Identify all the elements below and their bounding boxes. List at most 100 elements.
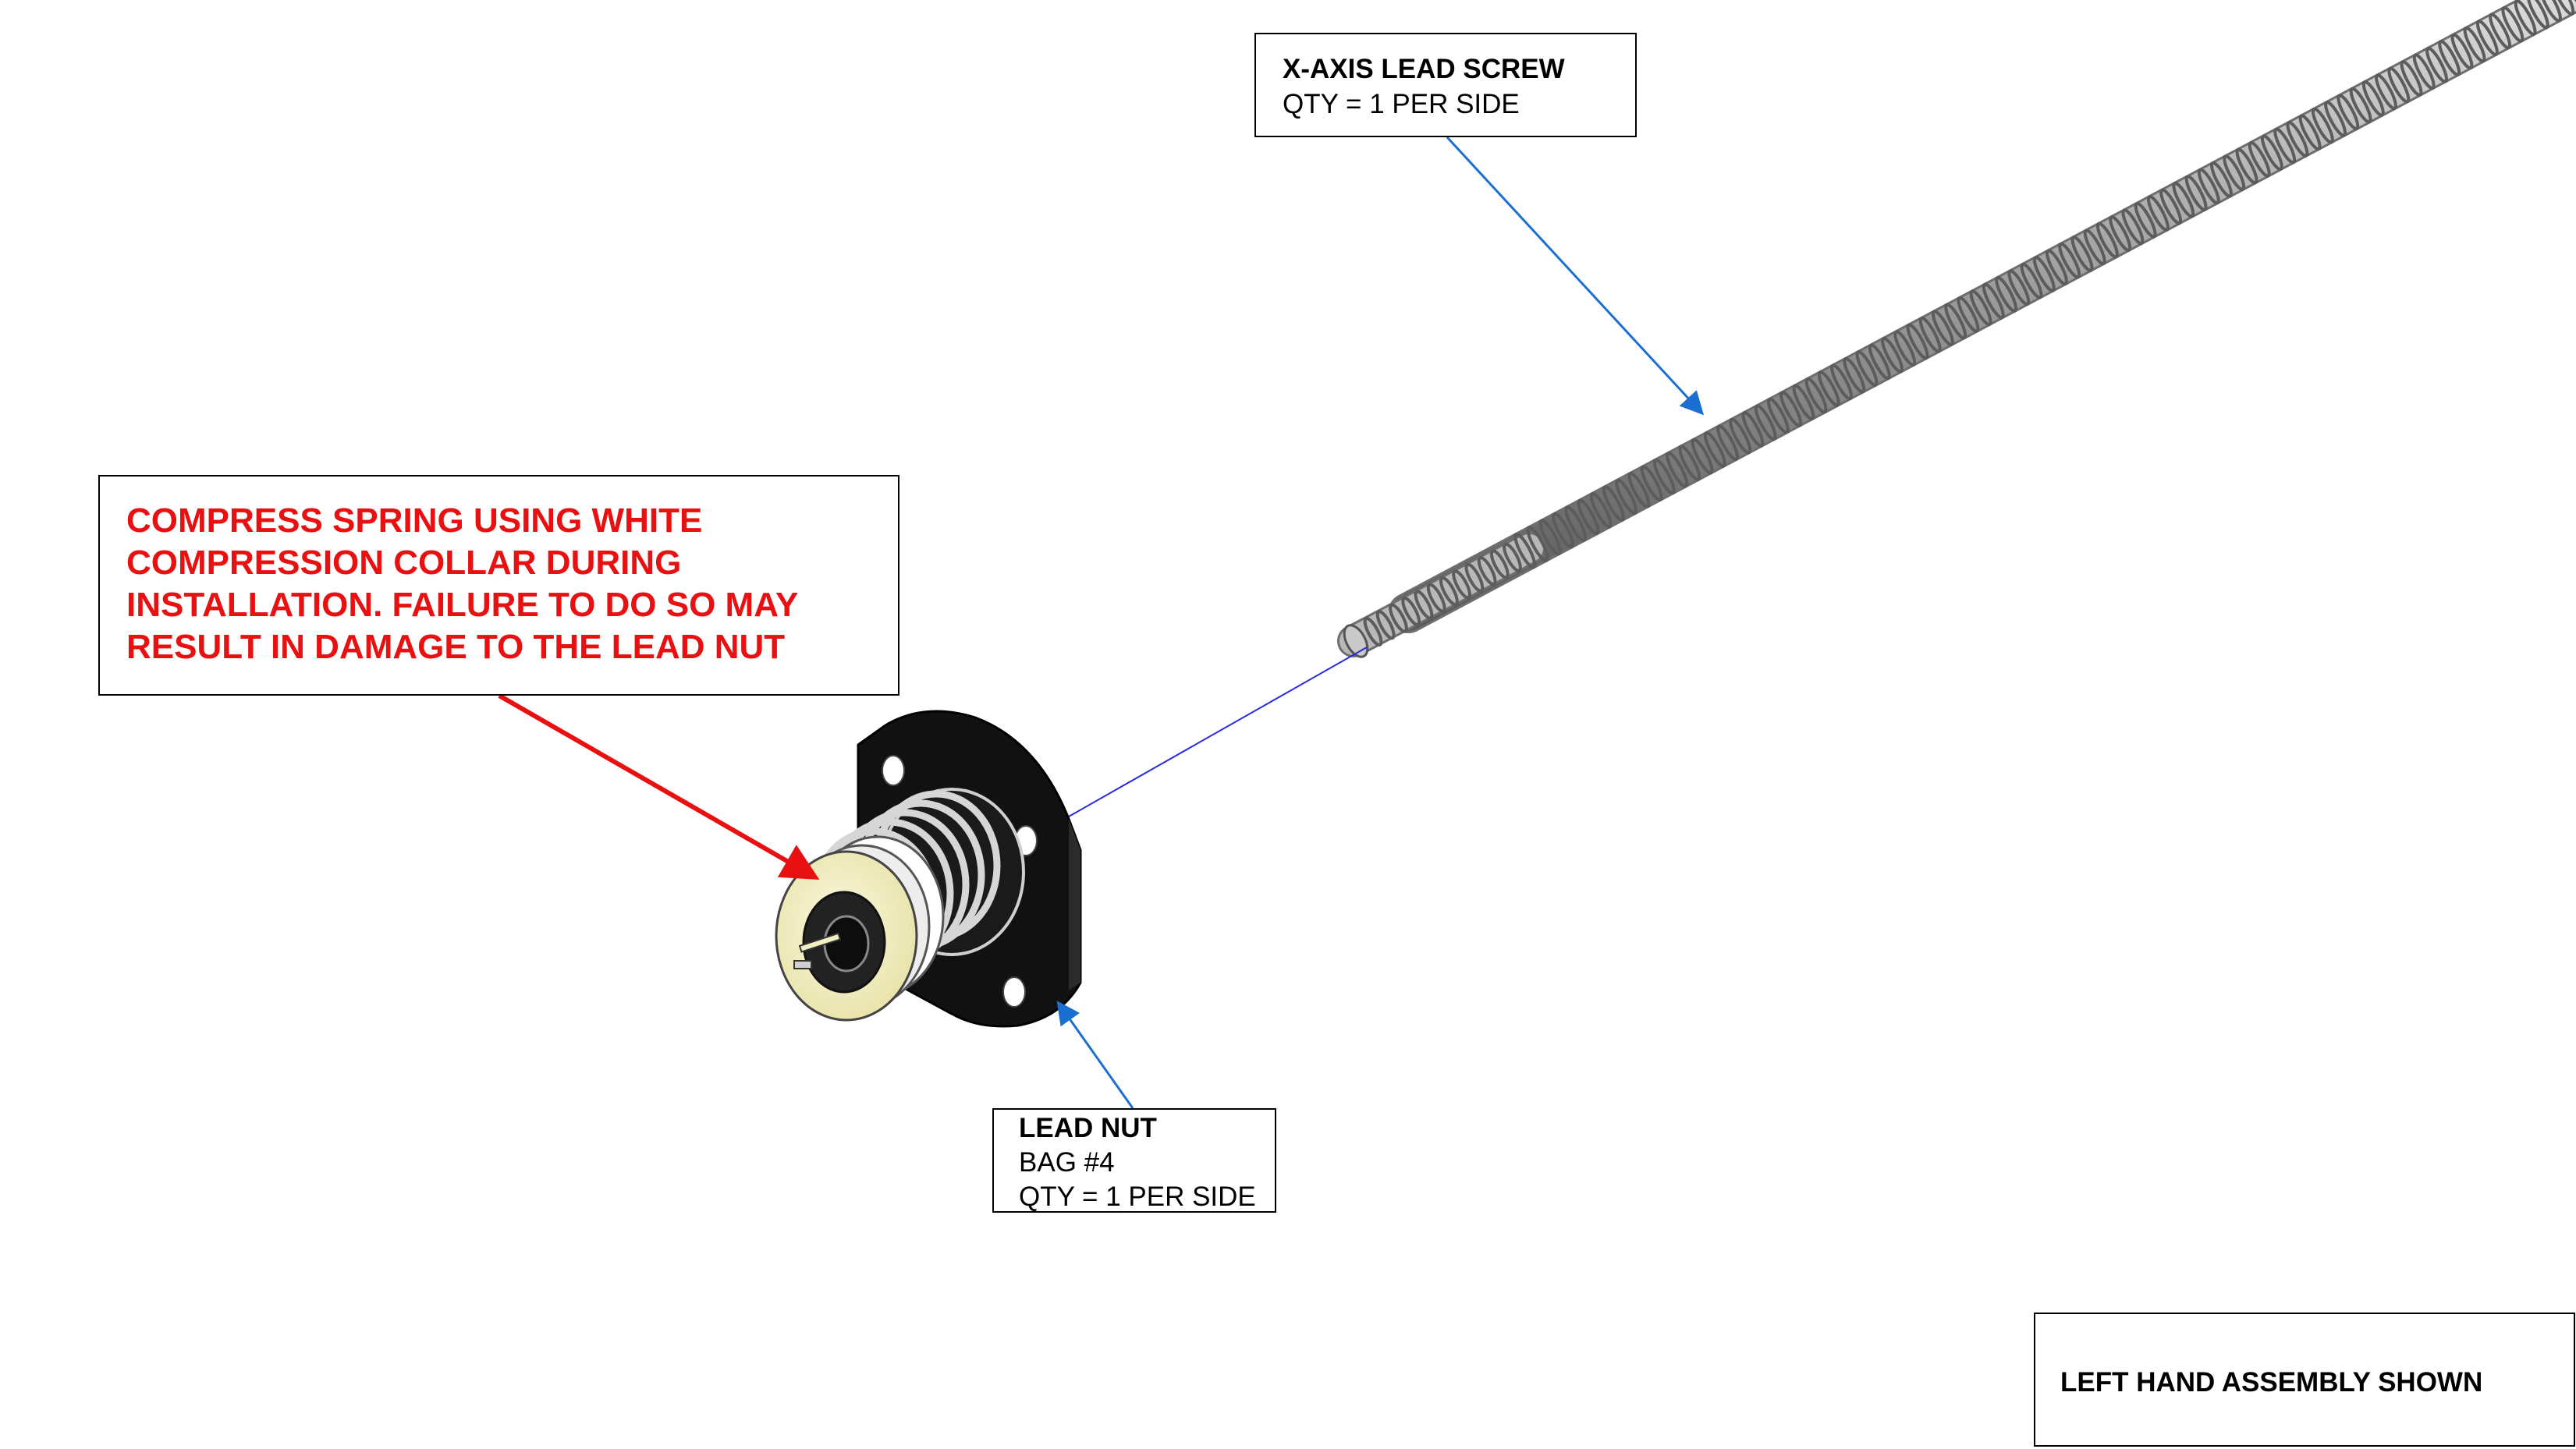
thread-ring xyxy=(2095,221,2119,259)
thread-ring xyxy=(1729,417,1752,455)
thread-ring xyxy=(1666,451,1689,488)
thread-ring xyxy=(1691,438,1714,475)
thread-ring xyxy=(2400,60,2423,97)
thread-ring xyxy=(2349,87,2372,124)
thread-ring xyxy=(1652,458,1676,495)
thread-ring xyxy=(2438,40,2461,76)
thread-ring xyxy=(2235,147,2258,185)
alignment-line xyxy=(1068,647,1368,817)
thread-ring xyxy=(1477,556,1497,586)
lead-nut-qty: QTY = 1 PER SIDE xyxy=(1019,1182,1256,1212)
thread-ring xyxy=(1577,498,1600,536)
thread-ring xyxy=(1918,316,1942,353)
thread-ring xyxy=(1817,370,1840,407)
thread-ring xyxy=(1389,603,1408,633)
thread-ring xyxy=(2159,188,2183,225)
thread-ring xyxy=(1602,485,1625,522)
thread-ring xyxy=(2184,175,2208,211)
thread-ring xyxy=(1944,303,1967,340)
thread-ring xyxy=(1627,471,1651,508)
thread-ring xyxy=(1589,491,1613,529)
warning-leader xyxy=(498,693,820,880)
thread-ring xyxy=(1855,350,1879,387)
assembly-note: LEFT HAND ASSEMBLY SHOWN xyxy=(2060,1367,2483,1398)
thread-ring xyxy=(1640,465,1663,501)
thread-ring xyxy=(2286,121,2309,158)
thread-ring xyxy=(2311,107,2334,144)
lead-screw-qty: QTY = 1 PER SIDE xyxy=(1283,89,1520,119)
lead-nut-bag: BAG #4 xyxy=(1019,1147,1115,1178)
thread-ring xyxy=(1741,411,1765,448)
thread-ring xyxy=(2248,140,2271,178)
lead-screw-drawing xyxy=(1337,0,2576,658)
thread-ring xyxy=(2273,127,2297,165)
thread-ring xyxy=(2083,229,2106,266)
thread-ring xyxy=(1982,282,2005,320)
thread-ring xyxy=(1375,610,1396,640)
thread-ring xyxy=(1439,576,1459,607)
thread-ring xyxy=(2501,5,2525,43)
thread-ring xyxy=(1615,478,1638,515)
thread-ring xyxy=(1792,384,1815,421)
thread-ring xyxy=(1464,562,1485,593)
thread-ring xyxy=(1766,397,1790,434)
thread-ring xyxy=(1906,323,1929,360)
thread-ring xyxy=(2539,0,2562,23)
thread-ring xyxy=(2121,208,2145,246)
thread-ring xyxy=(1414,590,1434,620)
thread-ring xyxy=(2109,215,2132,252)
thread-ring xyxy=(1401,596,1421,627)
thread-ring xyxy=(2134,201,2157,239)
thread-ring xyxy=(1969,289,1992,327)
thread-ring xyxy=(1716,424,1739,462)
thread-ring xyxy=(1703,431,1726,468)
thread-ring xyxy=(2020,262,2043,299)
thread-ring xyxy=(2425,46,2448,83)
thread-ring xyxy=(2260,134,2283,172)
thread-ring xyxy=(1552,512,1574,549)
warning-line: INSTALLATION. FAILURE TO DO SO MAY xyxy=(126,586,799,624)
thread-ring xyxy=(2514,0,2537,36)
thread-ring xyxy=(2336,94,2360,131)
thread-ring xyxy=(2412,53,2436,90)
thread-ring xyxy=(2552,0,2575,16)
thread-ring xyxy=(2463,26,2486,63)
thread-ring xyxy=(2032,256,2056,292)
thread-ring xyxy=(2146,195,2170,232)
thread-ring xyxy=(1957,296,1980,333)
warning-line: COMPRESSION COLLAR DURING xyxy=(126,544,682,582)
thread-ring xyxy=(2197,168,2220,205)
thread-ring xyxy=(1931,310,1954,346)
thread-ring xyxy=(1893,330,1917,367)
thread-ring xyxy=(2450,33,2474,70)
thread-ring xyxy=(1426,583,1446,613)
thread-ring xyxy=(1678,445,1701,482)
thread-ring xyxy=(1489,549,1510,579)
thread-ring xyxy=(2007,269,2031,306)
thread-ring xyxy=(2375,73,2397,111)
thread-ring xyxy=(2210,161,2233,198)
thread-ring xyxy=(1868,343,1891,381)
thread-ring xyxy=(1564,505,1588,542)
warning-line: COMPRESS SPRING USING WHITE xyxy=(126,501,703,540)
thread-ring xyxy=(1452,569,1471,600)
thread-ring xyxy=(1779,391,1803,427)
thread-ring xyxy=(2223,154,2246,191)
thread-ring xyxy=(2361,80,2385,117)
thread-ring xyxy=(1995,276,2018,313)
lead-nut-leader xyxy=(1056,1001,1134,1109)
warning-line: RESULT IN DAMAGE TO THE LEAD NUT xyxy=(126,628,786,666)
thread-ring xyxy=(1754,404,1777,441)
lead-nut-title: LEAD NUT xyxy=(1019,1113,1157,1143)
thread-ring xyxy=(2489,12,2512,50)
thread-ring xyxy=(2046,249,2068,286)
thread-ring xyxy=(1843,356,1866,394)
thread-ring xyxy=(2387,66,2411,104)
lead-screw-title: X-AXIS LEAD SCREW xyxy=(1283,54,1565,84)
assembly-note-callout: LEFT HAND ASSEMBLY SHOWN xyxy=(2034,1313,2575,1447)
thread-ring xyxy=(2526,0,2549,30)
lead-screw-callout: X-AXIS LEAD SCREW QTY = 1 PER SIDE xyxy=(1254,33,1637,137)
thread-ring xyxy=(2058,242,2081,279)
thread-ring xyxy=(1830,363,1854,401)
